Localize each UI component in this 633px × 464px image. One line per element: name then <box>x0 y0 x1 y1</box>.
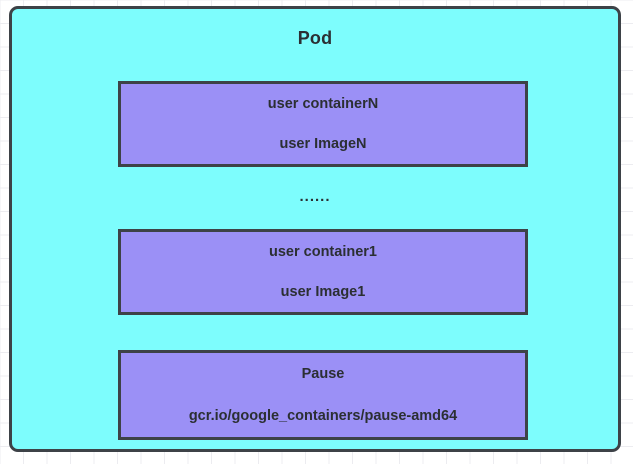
container-box-user-containern[interactable]: user containerN user ImageN <box>118 81 528 167</box>
container-image-label: user ImageN <box>279 136 367 152</box>
container-image-label: user Image1 <box>280 284 366 300</box>
pod-title: Pod <box>297 28 333 48</box>
container-image-label: gcr.io/google_containers/pause-amd64 <box>188 408 458 424</box>
container-name-label: user containerN <box>267 96 379 112</box>
ellipsis-separator: ...... <box>299 188 331 205</box>
container-box-user-container1[interactable]: user container1 user Image1 <box>118 229 528 315</box>
pod-box[interactable]: Pod user containerN user ImageN ...... u… <box>9 6 621 452</box>
container-name-label: Pause <box>301 366 345 382</box>
container-box-pause[interactable]: Pause gcr.io/google_containers/pause-amd… <box>118 350 528 440</box>
container-name-label: user container1 <box>269 244 377 260</box>
